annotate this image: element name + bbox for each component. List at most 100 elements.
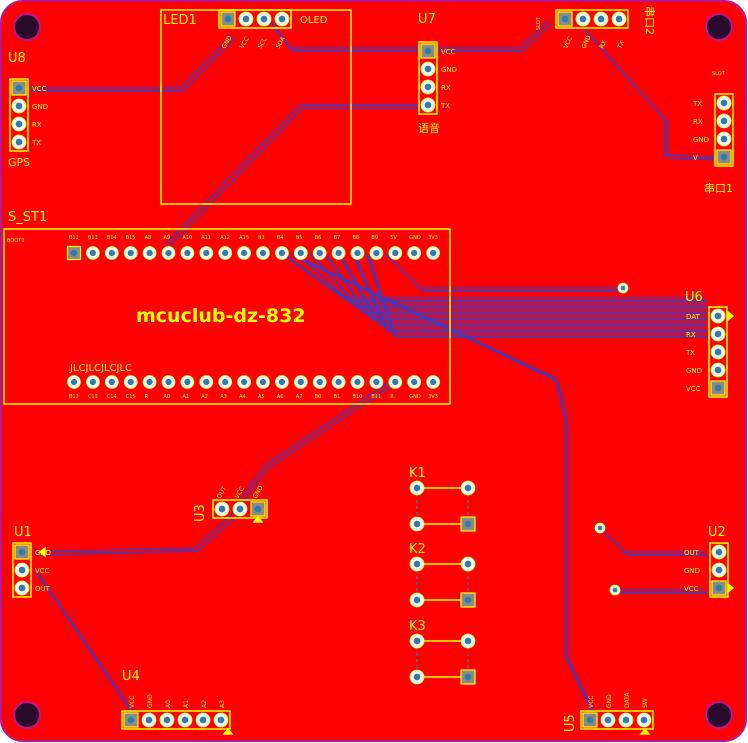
s-st1-bottom-pin-17 bbox=[369, 375, 384, 389]
via-1-hole bbox=[620, 285, 626, 291]
serial2-pin-1-hole bbox=[561, 15, 569, 23]
u4-pin-4 bbox=[177, 712, 193, 728]
s-st1-top-pin-2-hole bbox=[89, 249, 97, 257]
trace-gps-vcc-led-pair bbox=[31, 37, 236, 92]
u3-pin-3 bbox=[250, 501, 266, 517]
s-st1-bottom-pin-7 bbox=[180, 375, 195, 389]
serial1-pin-label-1: TX bbox=[692, 100, 702, 108]
u6-pin-label-2: RX bbox=[686, 331, 696, 339]
s-st1-top-pin-label-16: B8 bbox=[353, 235, 360, 241]
u4-pin-label-3: A0 bbox=[165, 700, 172, 708]
s-st1-top-pin-label-7: A10 bbox=[182, 235, 192, 241]
mount-hole-bottom-left bbox=[13, 701, 41, 729]
u2-pin-1 bbox=[711, 544, 727, 560]
s-st1-bottom-pin-10-hole bbox=[240, 378, 248, 386]
s-st1-bottom-pin-6 bbox=[161, 375, 176, 389]
serial2-pin-label-3: RX bbox=[598, 39, 608, 49]
led1-designator: LED1 bbox=[163, 13, 197, 28]
s-st1-top-pin-4-hole bbox=[127, 249, 134, 257]
u1-pin-2-hole bbox=[18, 566, 26, 574]
u7-pin-label-1: VCC bbox=[441, 48, 456, 56]
led1-pin-1-hole bbox=[224, 15, 232, 23]
k3-designator: K3 bbox=[409, 619, 426, 634]
s-st1-top-pin-11-hole bbox=[259, 249, 267, 257]
k2-pad-4 bbox=[460, 592, 476, 608]
s-st1-bottom-pin-label-20: 3V3 bbox=[428, 394, 438, 400]
u6-pin-3 bbox=[710, 344, 726, 360]
s-st1-bottom-pin-7-hole bbox=[184, 378, 191, 386]
s-st1-bottom-pin-label-18: R bbox=[390, 394, 394, 400]
mount-hole-top-left bbox=[13, 13, 41, 41]
u7-pin-label-2: GND bbox=[441, 66, 457, 74]
u1-pin-1 bbox=[14, 544, 30, 560]
k3-pad-3 bbox=[409, 669, 425, 685]
s-st1-top-pin-9 bbox=[218, 246, 233, 260]
u7-pin-2 bbox=[420, 61, 436, 77]
u1-pin1-marker bbox=[38, 546, 46, 558]
s-st1-bottom-pin-5-hole bbox=[146, 378, 153, 386]
s-st1-bottom-pin-3 bbox=[104, 375, 119, 389]
s-st1-bottom-pin-label-5: R bbox=[145, 394, 149, 400]
s-st1-bottom-pin-label-14: B0 bbox=[315, 394, 322, 400]
u4-pin-6-hole bbox=[217, 716, 225, 724]
u4-pin-3-hole bbox=[163, 716, 171, 724]
s-st1-bottom-pin-label-16: B10 bbox=[353, 394, 363, 400]
serial2-pin-2 bbox=[575, 11, 591, 27]
s-st1-top-pin-6 bbox=[161, 246, 176, 260]
u3-pin-3-hole bbox=[254, 505, 262, 513]
s-st1-bottom-pin-label-10: A4 bbox=[239, 394, 246, 400]
s-st1-bottom-pin-9-hole bbox=[222, 378, 229, 386]
s-st1-bottom-pin-5 bbox=[142, 375, 157, 389]
s-st1-bottom-pin-6-hole bbox=[165, 378, 172, 386]
s-st1-bottom-pin-18 bbox=[388, 375, 403, 389]
s-st1-bottom-pin-13-hole bbox=[297, 378, 304, 386]
serial1-pin-label-2: RX bbox=[693, 118, 703, 126]
serial2-pin-4 bbox=[611, 11, 627, 27]
u2-pin-2 bbox=[711, 562, 727, 578]
s-st1-top-pin-13-hole bbox=[297, 249, 304, 257]
u5-pin-4-hole bbox=[640, 716, 648, 724]
s-st1-top-pin-label-10: A15 bbox=[239, 235, 249, 241]
u3-header-outline bbox=[212, 499, 268, 519]
trace-st1-u6-7-pair bbox=[368, 255, 708, 338]
u7-name: 语音 bbox=[418, 121, 440, 135]
u6-pin-4-hole bbox=[714, 366, 722, 374]
s-st1-top-pin-label-8: A11 bbox=[201, 235, 211, 241]
serial1-name: 串口1 bbox=[704, 182, 733, 195]
trace-st1-u6-1-pair bbox=[284, 255, 708, 302]
u7-designator: U7 bbox=[418, 12, 436, 27]
s-st1-top-pin-12-hole bbox=[278, 249, 286, 257]
s-st1-top-pin-label-14: B6 bbox=[315, 235, 322, 241]
s-st1-top-pin-label-18: 5V bbox=[390, 235, 397, 241]
u5-pin1-marker bbox=[639, 727, 651, 735]
k1-pad-3 bbox=[409, 516, 425, 532]
s-st1-bottom-pin-17-hole bbox=[373, 378, 380, 386]
u3-pin-1-hole bbox=[218, 505, 226, 513]
u2-pin-label-3: VCC bbox=[684, 585, 699, 593]
u2-pin-2-hole bbox=[715, 566, 723, 574]
u1-pin-3-hole bbox=[18, 584, 26, 592]
k1-pad-3-hole bbox=[413, 520, 421, 528]
s-st1-top-pin-7-hole bbox=[184, 249, 191, 257]
s-st1-bottom-pin-14 bbox=[312, 375, 327, 389]
s-st1-top-pin-1-hole bbox=[70, 249, 78, 257]
trace-serial2-serial1-pair bbox=[587, 32, 720, 161]
u3-designator: U3 bbox=[193, 504, 208, 522]
s-st1-top-pin-18 bbox=[388, 246, 403, 260]
s-st1-top-pin-label-12: B4 bbox=[277, 235, 284, 241]
serial2-header-outline bbox=[555, 9, 629, 29]
led1-pin-4 bbox=[274, 11, 290, 27]
s-st1-top-pin-9-hole bbox=[222, 249, 229, 257]
s-st1-bottom-pin-19-hole bbox=[411, 378, 418, 386]
u2-designator: U2 bbox=[708, 525, 726, 540]
u6-pin-5 bbox=[710, 380, 726, 396]
s-st1-bottom-pin-2 bbox=[86, 375, 100, 389]
s-st1-bottom-pin-label-8: A2 bbox=[201, 394, 208, 400]
s-st1-bottom-pin-12-hole bbox=[278, 378, 286, 386]
trace-st1-u6-7 bbox=[365, 252, 705, 335]
u3-pin-2 bbox=[232, 501, 248, 517]
u4-pin-4-hole bbox=[181, 716, 189, 724]
s-st1-top-pin-15-hole bbox=[335, 249, 342, 257]
k3-pad-2-hole bbox=[464, 637, 472, 645]
